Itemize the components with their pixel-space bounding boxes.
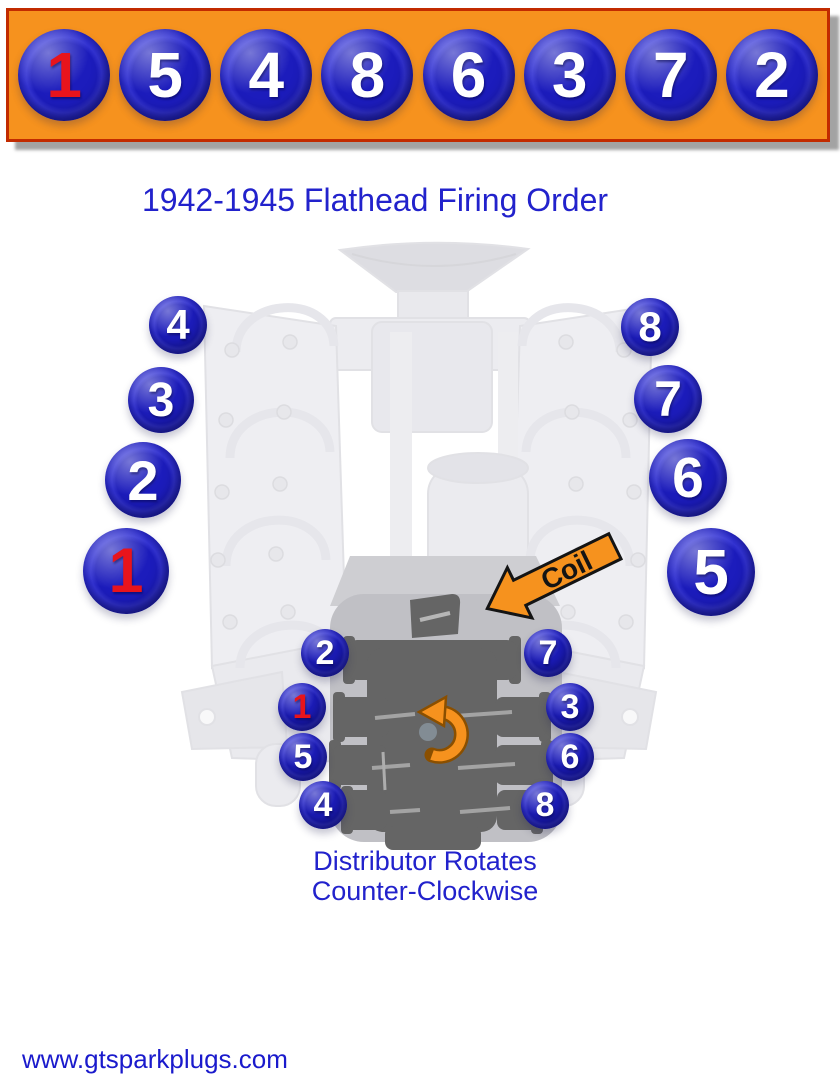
banner-ball-5: 5 <box>119 29 212 121</box>
distributor-shaft-dot <box>419 723 437 741</box>
website-text: www.gtsparkplugs.com <box>22 1044 288 1074</box>
cylinder-number: 5 <box>693 536 729 608</box>
terminal-number: 4 <box>313 785 333 824</box>
counter-clockwise-arrow-icon <box>416 694 469 764</box>
firing-number: 8 <box>349 39 386 111</box>
cylinder-4-badge: 4 <box>149 296 207 354</box>
terminal-number: 6 <box>560 737 580 776</box>
cylinder-2-badge: 2 <box>105 442 181 518</box>
cylinder-1-badge: 1 <box>83 528 169 614</box>
banner-ball-2: 2 <box>725 29 818 121</box>
page-title: 1942-1945 Flathead Firing Order <box>142 182 609 218</box>
distributor-terminal-7: 7 <box>524 629 572 677</box>
firing-number: 6 <box>450 39 487 111</box>
head-bolts <box>210 334 646 630</box>
rotation-note-line2: Counter-Clockwise <box>311 876 539 906</box>
banner-ball-7: 7 <box>624 29 717 121</box>
cylinder-number: 4 <box>166 301 190 348</box>
rotation-note-line1: Distributor Rotates <box>313 846 537 876</box>
terminal-number: 3 <box>560 687 580 726</box>
firing-number: 2 <box>754 39 790 111</box>
distributor-terminal-1: 1 <box>278 683 326 731</box>
coil-arrow: Coil <box>485 531 624 621</box>
distributor-highlights <box>371 611 516 814</box>
distributor-terminal-6: 6 <box>546 733 594 781</box>
distributor-terminal-8: 8 <box>521 781 569 829</box>
cylinder-number: 8 <box>638 303 662 350</box>
firing-number: 3 <box>551 39 588 111</box>
cylinder-7-badge: 7 <box>634 365 702 433</box>
cylinder-3-badge: 3 <box>128 367 194 433</box>
cylinder-number: 7 <box>654 371 682 427</box>
distributor-terminal-5: 5 <box>279 733 327 781</box>
rotation-note: Distributor Rotates Counter-Clockwise <box>300 846 550 906</box>
banner-ball-8: 8 <box>321 29 414 121</box>
terminal-number: 7 <box>538 633 558 672</box>
terminal-number: 5 <box>293 737 313 776</box>
terminal-number: 8 <box>535 785 555 824</box>
firing-number: 7 <box>652 39 689 111</box>
banner-ball-6: 6 <box>422 29 515 121</box>
firing-number: 5 <box>147 39 184 111</box>
distributor-terminal-4: 4 <box>299 781 347 829</box>
distributor-terminal-2: 2 <box>301 629 349 677</box>
cylinder-number: 1 <box>108 536 144 606</box>
cylinder-8-badge: 8 <box>621 298 679 356</box>
distributor-silhouette <box>329 594 553 850</box>
distributor-terminal-3: 3 <box>546 683 594 731</box>
cylinder-number: 2 <box>127 448 159 512</box>
firing-number: 1 <box>46 39 82 111</box>
cylinder-6-badge: 6 <box>649 439 727 517</box>
firing-number: 4 <box>248 39 285 111</box>
air-cleaner-shape <box>337 241 531 293</box>
firing-order-banner: 1 5 4 8 6 3 7 2 <box>6 8 830 142</box>
banner-ball-1: 1 <box>18 29 111 121</box>
terminal-number: 2 <box>315 633 335 672</box>
banner-ball-4: 4 <box>220 29 313 121</box>
cylinder-number: 6 <box>672 446 704 510</box>
cylinder-number: 3 <box>147 373 175 427</box>
cylinder-5-badge: 5 <box>667 528 755 616</box>
banner-ball-3: 3 <box>523 29 616 121</box>
terminal-number: 1 <box>292 687 312 726</box>
